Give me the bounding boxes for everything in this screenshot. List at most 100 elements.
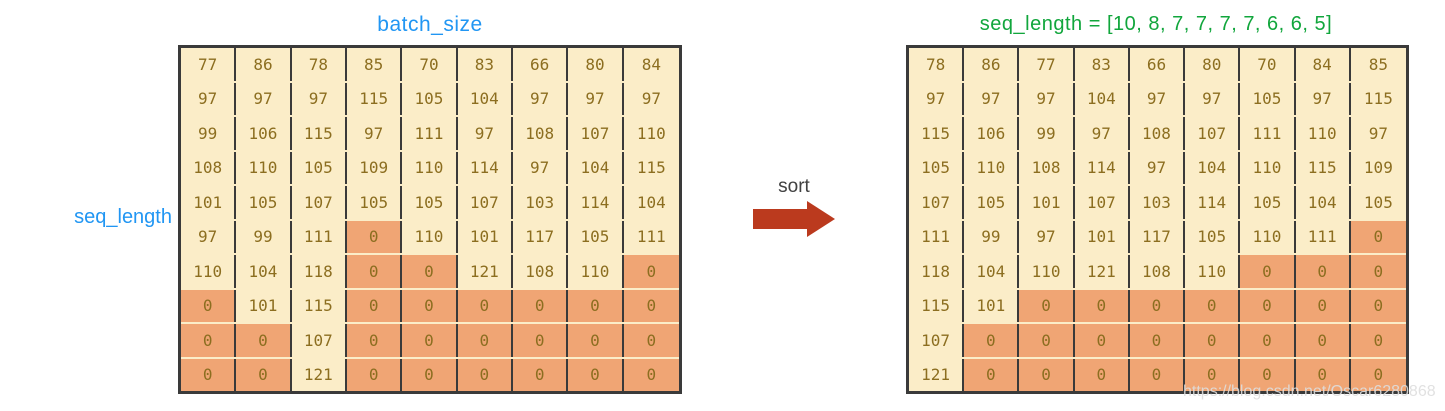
matrix-cell: 0 <box>964 324 1020 357</box>
matrix-cell: 107 <box>457 186 513 219</box>
matrix-cell: 80 <box>1185 48 1241 81</box>
matrix-cell: 110 <box>1295 117 1351 150</box>
matrix-cell: 0 <box>402 289 458 322</box>
matrix-cell: 105 <box>346 186 403 219</box>
arrow-head <box>807 201 835 237</box>
matrix-cell: 114 <box>568 186 624 219</box>
matrix-cell: 70 <box>1240 48 1296 81</box>
matrix-cell: 117 <box>512 220 569 253</box>
matrix-cell: 104 <box>568 151 624 184</box>
matrix-cell: 97 <box>457 117 513 150</box>
matrix-cell: 83 <box>1074 48 1130 81</box>
matrix-cell: 101 <box>236 289 292 322</box>
matrix-cell: 110 <box>181 255 237 288</box>
matrix-cell: 97 <box>236 82 292 115</box>
matrix-cell: 101 <box>1019 186 1075 219</box>
matrix-cell: 99 <box>236 220 292 253</box>
matrix-cell: 0 <box>1350 358 1406 391</box>
matrix-cell: 97 <box>1295 82 1351 115</box>
matrix-cell: 0 <box>346 358 403 391</box>
matrix-cell: 0 <box>1295 255 1351 288</box>
matrix-cell: 0 <box>1074 358 1130 391</box>
matrix-cell: 97 <box>1129 82 1186 115</box>
matrix-cell: 85 <box>1350 48 1406 81</box>
matrix-cell: 99 <box>181 117 237 150</box>
right-arrow-icon <box>746 201 842 237</box>
matrix-cell: 99 <box>1019 117 1075 150</box>
matrix-cell: 104 <box>457 82 513 115</box>
matrix-cell: 0 <box>181 289 237 322</box>
matrix-cell: 121 <box>291 358 347 391</box>
matrix-cell: 0 <box>1074 289 1130 322</box>
matrix-cell: 0 <box>457 324 513 357</box>
matrix-cell: 115 <box>909 117 965 150</box>
matrix-cell: 97 <box>291 82 347 115</box>
matrix-cell: 97 <box>623 82 679 115</box>
matrix-cell: 0 <box>1350 289 1406 322</box>
matrix-cell: 97 <box>346 117 403 150</box>
matrix-cell: 0 <box>346 255 403 288</box>
matrix-cell: 86 <box>236 48 292 81</box>
matrix-cell: 108 <box>1129 117 1186 150</box>
matrix-cell: 84 <box>1295 48 1351 81</box>
matrix-cell: 97 <box>1074 117 1130 150</box>
matrix-cell: 0 <box>1185 358 1241 391</box>
matrix-cell: 111 <box>909 220 965 253</box>
matrix-cell: 101 <box>964 289 1020 322</box>
matrix-cell: 104 <box>623 186 679 219</box>
matrix-cell: 97 <box>1019 220 1075 253</box>
matrix-cell: 97 <box>181 220 237 253</box>
matrix-cell: 85 <box>346 48 403 81</box>
matrix-cell: 0 <box>457 289 513 322</box>
matrix-cell: 0 <box>1240 358 1296 391</box>
matrix-cell: 0 <box>512 324 569 357</box>
matrix-cell: 108 <box>1129 255 1186 288</box>
matrix-cell: 110 <box>402 220 458 253</box>
matrix-cell: 0 <box>1350 255 1406 288</box>
matrix-cell: 105 <box>1185 220 1241 253</box>
matrix-cell: 105 <box>1350 186 1406 219</box>
matrix-cell: 104 <box>236 255 292 288</box>
matrix-cell: 99 <box>964 220 1020 253</box>
matrix-cell: 109 <box>346 151 403 184</box>
matrix-cell: 0 <box>1350 324 1406 357</box>
matrix-cell: 121 <box>1074 255 1130 288</box>
matrix-cell: 84 <box>623 48 679 81</box>
matrix-cell: 0 <box>402 324 458 357</box>
matrix-cell: 114 <box>1074 151 1130 184</box>
matrix-cell: 0 <box>623 324 679 357</box>
matrix-cell: 105 <box>568 220 624 253</box>
matrix-cell: 0 <box>1295 358 1351 391</box>
matrix-cell: 107 <box>291 186 347 219</box>
matrix-cell: 97 <box>1185 82 1241 115</box>
matrix-cell: 110 <box>964 151 1020 184</box>
matrix-cell: 115 <box>346 82 403 115</box>
matrix-cell: 66 <box>512 48 569 81</box>
matrix-cell: 0 <box>346 220 403 253</box>
matrix-cell: 115 <box>291 117 347 150</box>
matrix-cell: 105 <box>236 186 292 219</box>
matrix-cell: 110 <box>1240 220 1296 253</box>
matrix-cell: 107 <box>909 324 965 357</box>
matrix-cell: 97 <box>512 151 569 184</box>
matrix-cell: 115 <box>291 289 347 322</box>
matrix-cell: 111 <box>1295 220 1351 253</box>
matrix-cell: 97 <box>909 82 965 115</box>
arrow-body <box>753 209 807 229</box>
matrix-cell: 115 <box>623 151 679 184</box>
matrix-cell: 107 <box>909 186 965 219</box>
matrix-cell: 0 <box>1129 358 1186 391</box>
matrix-cell: 108 <box>512 117 569 150</box>
matrix-cell: 0 <box>568 289 624 322</box>
matrix-cell: 105 <box>1240 82 1296 115</box>
matrix-cell: 111 <box>1240 117 1296 150</box>
matrix-cell: 110 <box>1019 255 1075 288</box>
matrix-cell: 101 <box>1074 220 1130 253</box>
matrix-cell: 66 <box>1129 48 1186 81</box>
matrix-cell: 110 <box>236 151 292 184</box>
matrix-cell: 80 <box>568 48 624 81</box>
matrix-cell: 104 <box>1295 186 1351 219</box>
